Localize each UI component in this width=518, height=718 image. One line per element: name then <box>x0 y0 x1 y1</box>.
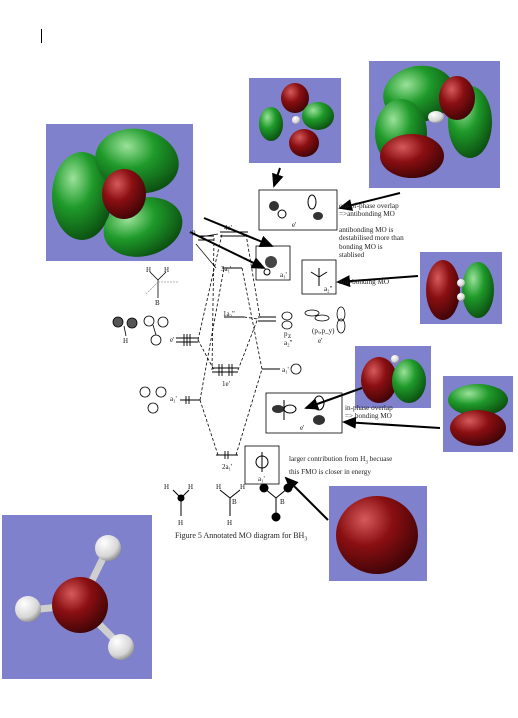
figure-caption-sub: 3 <box>304 536 308 543</box>
box-e-prime-antibonding <box>258 189 338 231</box>
orbital-render-e-prime-bonding-a <box>355 346 431 408</box>
correlation-lines <box>197 233 263 456</box>
orbital-render-e-prime-antibonding-large <box>46 124 193 261</box>
label-h-s4: H <box>216 483 221 491</box>
label-h-s3: H <box>178 519 183 527</box>
label-a1-right: a₁' <box>282 366 289 374</box>
annotation-in-phase-line2: => bonding MO <box>345 412 392 421</box>
label-h-s1: H <box>164 483 169 491</box>
level-label-left-e: e' <box>170 336 174 344</box>
box-a2-nonbonding <box>301 259 337 295</box>
annotation-larger-line1: larger contribution from H3 becuase <box>289 455 392 468</box>
orbital-render-a1-bonding <box>329 486 427 581</box>
bh3-axis-sketch <box>145 271 178 298</box>
annotation-destabilised-line3: bonding MO is <box>339 242 383 251</box>
annotation-larger-line2: this FMO is closer in energy <box>289 467 371 476</box>
p-orbital-glyphs <box>281 306 346 375</box>
label-e-right: e' <box>318 337 322 345</box>
bh3-molecule-render <box>2 515 152 679</box>
orbital-render-e-prime-antibonding-right <box>369 61 500 188</box>
label-h-axis-2: H <box>164 266 169 274</box>
annotation-out-of-phase: out-of-phase overlap =>antibonding MO <box>339 202 399 219</box>
annotation-destabilised-line2: destabilised more than <box>339 234 404 243</box>
label-b-s: B <box>232 498 237 506</box>
figure-caption: Figure 5 Annotated MO diagram for BH3 <box>175 531 307 543</box>
label-b-axis: B <box>155 299 160 307</box>
orbital-render-e-prime-bonding-b <box>443 376 513 452</box>
annotation-larger-sub: 3 <box>365 460 368 466</box>
annotation-larger-text2: becuase <box>367 455 393 463</box>
annotation-destabilised-line4: stablised <box>339 251 365 260</box>
annotation-larger-text: larger contribution from H <box>289 455 366 463</box>
level-label-3a1: 3a₁' <box>221 265 231 273</box>
level-label-1e: 1e' <box>222 380 230 388</box>
label-pz: p <box>284 330 288 338</box>
box-label-a1-bottom: a₁' <box>258 475 265 483</box>
annotation-destabilised: antibonding MO is destabilised more than… <box>339 226 404 260</box>
box-label-a2: a₂" <box>324 285 333 293</box>
energy-levels <box>176 231 280 456</box>
level-label-p: p <box>192 228 196 236</box>
box-label-e-bottom: e' <box>300 424 304 432</box>
level-label-2a1: 2a₁' <box>222 463 232 471</box>
thin-pointers <box>195 233 219 269</box>
label-h-s5: H <box>240 483 245 491</box>
figure-caption-text: Figure 5 Annotated MO diagram for BH <box>175 531 305 540</box>
label-h-axis-1: H <box>146 266 151 274</box>
level-label-left-a1: a₁' <box>170 395 177 403</box>
orbital-render-a2-nonbonding <box>420 252 502 324</box>
h3-fragment-glyphs <box>112 315 169 414</box>
pointer-arrows <box>189 167 441 521</box>
box-label-a1: a₁' <box>280 271 287 279</box>
annotation-out-of-phase-line1: out-of-phase overlap <box>339 202 399 210</box>
text-cursor <box>41 29 42 43</box>
box-label-e-top: e' <box>292 221 296 229</box>
annotation-in-phase: in-phase overlap => bonding MO <box>345 404 393 421</box>
label-pz-sub: z <box>288 332 291 340</box>
annotation-non-bonding: non-bonding MO <box>339 278 389 286</box>
orbital-render-e-prime-antibonding-small <box>249 78 341 163</box>
annotation-in-phase-line1: in-phase overlap <box>345 404 393 412</box>
annotation-non-bonding-line: non-bonding MO <box>339 278 390 286</box>
label-h-s2: H <box>188 483 193 491</box>
label-pxpy: (pₓ,p_y) <box>312 327 335 335</box>
label-b-s2: B <box>280 498 285 506</box>
label-a2: a₂" <box>284 339 293 347</box>
annotation-larger-contribution: larger contribution from H3 becuase this… <box>289 455 392 476</box>
level-label-1a2: 1a₂" <box>223 310 235 318</box>
label-h-left: H <box>123 337 128 345</box>
electron-arrows <box>183 334 233 459</box>
label-h-s6: H <box>227 519 232 527</box>
annotation-destabilised-line1: antibonding MO is <box>339 226 394 234</box>
annotation-out-of-phase-line2: =>antibonding MO <box>339 210 395 219</box>
